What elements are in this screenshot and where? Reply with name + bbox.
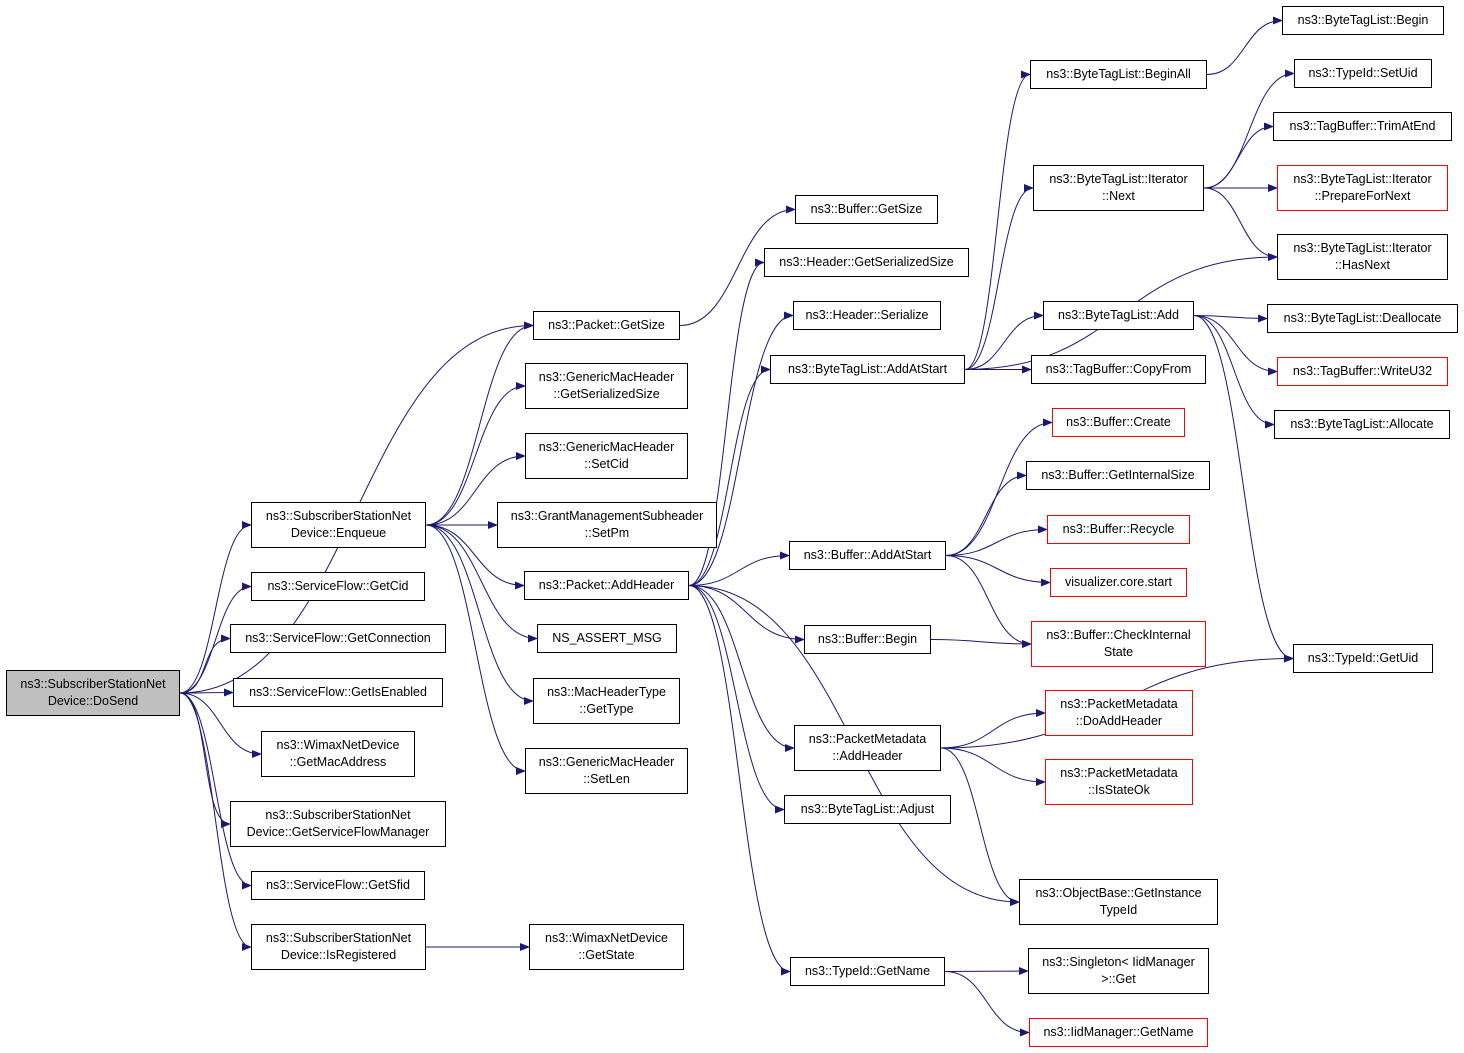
edge-btl_addatstart-to-btl_beginall (964, 70, 1031, 370)
edge-btl_beginall-to-btl_begin (1206, 16, 1283, 75)
node-genericmacheader-setlen[interactable]: ns3::GenericMacHeader::SetLen (525, 748, 688, 794)
node-bytetaglist-deallocate[interactable]: ns3::ByteTagList::Deallocate (1267, 304, 1458, 333)
node-grantmanagementsubheader-setpm[interactable]: ns3::GrantManagementSubheader::SetPm (497, 502, 717, 548)
edge-dosend-to-sf_getsfid (179, 692, 252, 890)
edge-btl_add-to-btl_deallocate (1193, 314, 1268, 323)
edge-packet_getsize-to-buffer_getsize (679, 205, 796, 326)
node-genericmacheader-setcid[interactable]: ns3::GenericMacHeader::SetCid (525, 433, 688, 479)
edge-dosend-to-ssnd_getsfm (179, 692, 231, 828)
edge-pm_addheader-to-pm_isstateok (940, 747, 1046, 786)
node-bytetaglist-iterator-next[interactable]: ns3::ByteTagList::Iterator::Next (1033, 165, 1204, 211)
edge-buffer_addatstart-to-buffer_recycle (945, 525, 1048, 556)
node-packetmetadata-addheader[interactable]: ns3::PacketMetadata::AddHeader (794, 725, 941, 771)
node-buffer-getsize[interactable]: ns3::Buffer::GetSize (795, 195, 938, 224)
node-tagbuffer-writeu32[interactable]: ns3::TagBuffer::WriteU32 (1277, 357, 1448, 386)
node-packet-getsize[interactable]: ns3::Packet::GetSize (533, 311, 680, 340)
edge-packet_addheader-to-typeid_getname (688, 585, 791, 976)
edge-buffer_addatstart-to-buffer_checkinternalstate (945, 555, 1032, 648)
edge-enqueue-to-gmh_setcid (425, 452, 526, 526)
node-buffer-recycle[interactable]: ns3::Buffer::Recycle (1047, 515, 1190, 544)
node-packetmetadata-doaddheader[interactable]: ns3::PacketMetadata::DoAddHeader (1045, 690, 1193, 736)
edge-typeid_getname-to-iidmanager_getname (944, 971, 1030, 1037)
node-header-getserializedsize[interactable]: ns3::Header::GetSerializedSize (764, 248, 969, 277)
edge-packet_addheader-to-buffer_begin (688, 585, 805, 644)
node-buffer-begin[interactable]: ns3::Buffer::Begin (804, 625, 931, 654)
edge-pm_addheader-to-pm_doaddheader (940, 709, 1046, 749)
node-bytetaglist-beginall[interactable]: ns3::ByteTagList::BeginAll (1030, 60, 1207, 89)
node-serviceflow-getconnection[interactable]: ns3::ServiceFlow::GetConnection (230, 624, 446, 653)
node-serviceflow-getisenabled[interactable]: ns3::ServiceFlow::GetIsEnabled (233, 678, 443, 707)
node-packetmetadata-isstateok[interactable]: ns3::PacketMetadata::IsStateOk (1045, 759, 1193, 805)
node-bytetaglist-iterator-preparefornext[interactable]: ns3::ByteTagList::Iterator::PrepareForNe… (1277, 165, 1448, 211)
node-visualizer-core-start[interactable]: visualizer.core.start (1050, 568, 1187, 597)
edge-buffer_addatstart-to-visualizer_start (945, 555, 1051, 587)
edge-packet_addheader-to-header_serialize (688, 311, 794, 586)
node-serviceflow-getcid[interactable]: ns3::ServiceFlow::GetCid (251, 572, 425, 601)
node-typeid-setuid[interactable]: ns3::TypeId::SetUid (1294, 59, 1432, 88)
node-header-serialize[interactable]: ns3::Header::Serialize (793, 301, 941, 330)
edge-enqueue-to-ns_assert_msg (425, 524, 538, 643)
node-bytetaglist-addatstart[interactable]: ns3::ByteTagList::AddAtStart (770, 355, 965, 384)
edge-btl_addatstart-to-btl_add (964, 311, 1044, 370)
node-bytetaglist-begin[interactable]: ns3::ByteTagList::Begin (1282, 6, 1444, 35)
edge-btl_iter_next-to-btl_iter_hasnext (1203, 187, 1278, 261)
node-buffer-getinternalsize[interactable]: ns3::Buffer::GetInternalSize (1026, 461, 1210, 490)
node-genericmacheader-getserializedsize[interactable]: ns3::GenericMacHeader::GetSerializedSize (525, 363, 688, 409)
edge-btl_add-to-tagbuffer_writeu32 (1193, 315, 1278, 376)
edge-btl_addatstart-to-btl_iter_next (964, 184, 1034, 370)
edge-dosend-to-sf_getconnection (179, 634, 231, 694)
edge-dosend-to-sf_getisenabled (179, 688, 234, 697)
edge-enqueue-to-gmh_getserializedsize (425, 382, 526, 526)
node-singleton-iidmanager-get[interactable]: ns3::Singleton< IidManager>::Get (1028, 948, 1209, 994)
edge-buffer_addatstart-to-buffer_create (945, 418, 1053, 556)
node-bytetaglist-adjust[interactable]: ns3::ByteTagList::Adjust (784, 795, 951, 824)
node-wimaxnetdevice-getstate[interactable]: ns3::WimaxNetDevice::GetState (529, 924, 684, 970)
edge-enqueue-to-gmh_setlen (425, 524, 526, 775)
edge-dosend-to-wnd_getmacaddress (179, 692, 262, 758)
node-bytetaglist-iterator-hasnext[interactable]: ns3::ByteTagList::Iterator::HasNext (1277, 234, 1448, 280)
edge-enqueue-to-packet_getsize (425, 321, 534, 526)
edge-packet_addheader-to-btl_adjust (688, 585, 785, 814)
node-tagbuffer-trimatend[interactable]: ns3::TagBuffer::TrimAtEnd (1273, 112, 1452, 141)
edge-dosend-to-sf_getcid (179, 582, 252, 694)
node-typeid-getuid[interactable]: ns3::TypeId::GetUid (1293, 644, 1433, 673)
node-iidmanager-getname[interactable]: ns3::IidManager::GetName (1029, 1018, 1208, 1047)
edge-btl_iter_next-to-tagbuffer_trimatend (1203, 122, 1274, 189)
node-buffer-create[interactable]: ns3::Buffer::Create (1052, 408, 1185, 437)
node-macheadertype-gettype[interactable]: ns3::MacHeaderType::GetType (533, 678, 680, 724)
node-bytetaglist-add[interactable]: ns3::ByteTagList::Add (1043, 301, 1194, 330)
node-ns-assert-msg[interactable]: NS_ASSERT_MSG (537, 624, 677, 653)
node-packet-addheader[interactable]: ns3::Packet::AddHeader (524, 571, 689, 600)
edge-packet_addheader-to-btl_addatstart (688, 365, 771, 586)
node-wimaxnetdevice-getmacaddress[interactable]: ns3::WimaxNetDevice::GetMacAddress (261, 731, 415, 777)
node-tagbuffer-copyfrom[interactable]: ns3::TagBuffer::CopyFrom (1031, 355, 1206, 384)
edge-btl_add-to-typeid_getuid (1193, 315, 1294, 663)
edge-pm_addheader-to-objectbase_getinstancetypeid (940, 747, 1020, 906)
node-typeid-getname[interactable]: ns3::TypeId::GetName (790, 957, 945, 986)
edge-typeid_getname-to-singleton_get (944, 967, 1029, 976)
edge-dosend-to-enqueue (179, 521, 252, 694)
edge-packet_addheader-to-header_getserializedsize (688, 258, 765, 586)
edge-packet_addheader-to-pm_addheader (688, 585, 795, 752)
edge-enqueue-to-mht_gettype (425, 524, 534, 705)
edge-packet_addheader-to-buffer_addatstart (688, 551, 790, 586)
edge-dosend-to-ssnd_isregistered (179, 692, 252, 951)
node-bytetaglist-allocate[interactable]: ns3::ByteTagList::Allocate (1274, 410, 1450, 439)
edge-btl_add-to-btl_allocate (1193, 315, 1275, 429)
edge-buffer_begin-to-buffer_checkinternalstate (930, 639, 1032, 648)
edge-buffer_addatstart-to-buffer_getinternalsize (945, 471, 1027, 556)
edge-enqueue-to-packet_addheader (425, 524, 525, 590)
node-serviceflow-getsfid[interactable]: ns3::ServiceFlow::GetSfid (251, 871, 425, 900)
node-buffer-addatstart[interactable]: ns3::Buffer::AddAtStart (789, 541, 946, 570)
